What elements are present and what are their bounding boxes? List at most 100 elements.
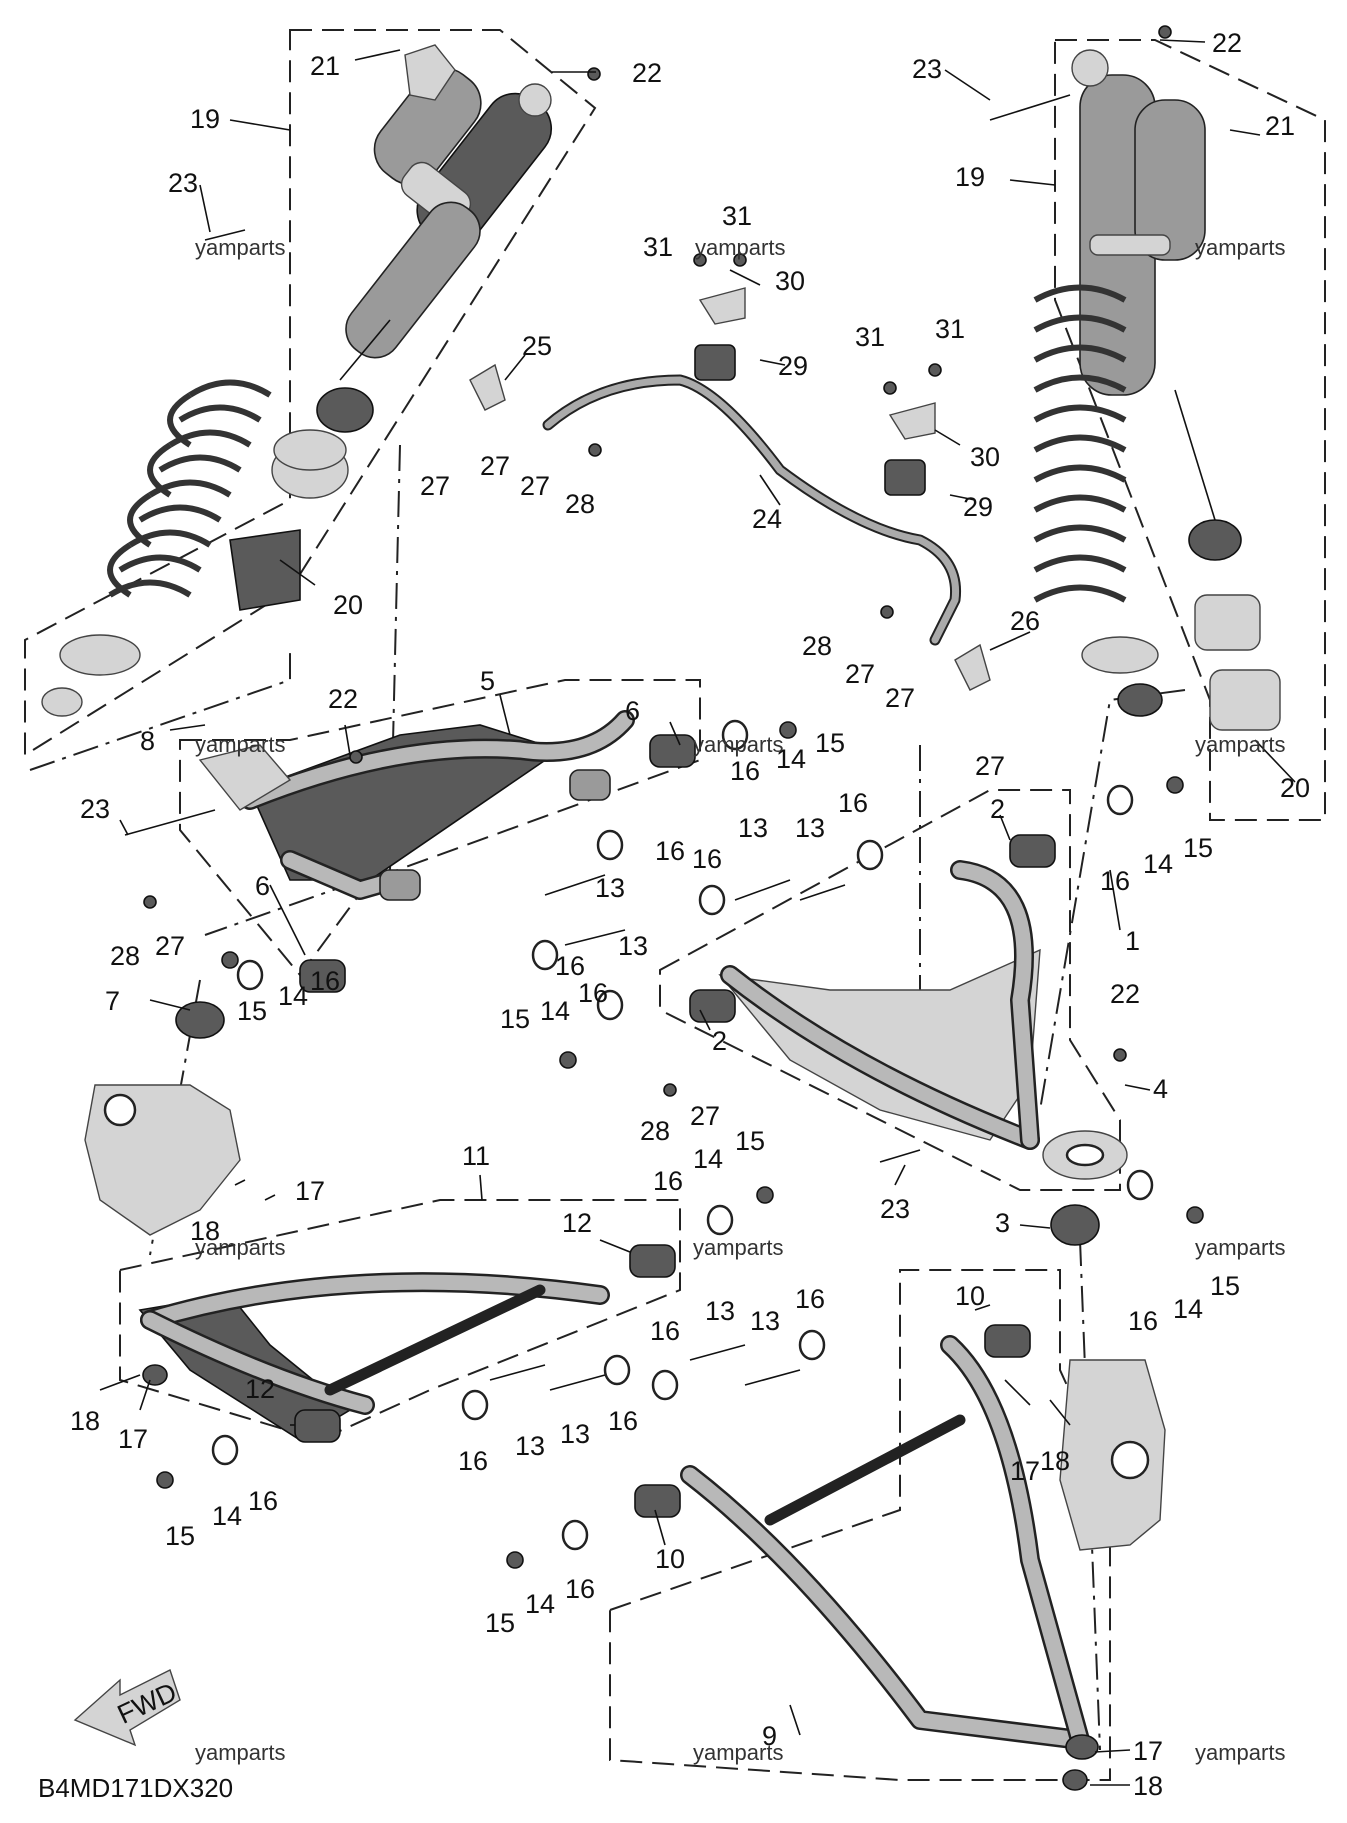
- callout-22: 22: [328, 684, 358, 714]
- callout-18: 18: [70, 1406, 100, 1436]
- watermark: yamparts: [693, 732, 783, 757]
- guide-line-left-shock: [29, 650, 291, 771]
- callout-12: 12: [562, 1208, 592, 1238]
- watermark: yamparts: [1195, 732, 1285, 757]
- callout-15: 15: [485, 1608, 515, 1638]
- callout-16: 16: [838, 788, 868, 818]
- callout-15: 15: [815, 728, 845, 758]
- watermark: yamparts: [195, 732, 285, 757]
- callout-15: 15: [165, 1521, 195, 1551]
- callout-1: 1: [1125, 926, 1140, 956]
- callout-21: 21: [310, 51, 340, 81]
- callout-17: 17: [118, 1424, 148, 1454]
- watermark: yamparts: [195, 235, 285, 260]
- callout-16: 16: [795, 1284, 825, 1314]
- callout-27: 27: [155, 931, 185, 961]
- callout-20: 20: [1280, 773, 1310, 803]
- watermark: yamparts: [1195, 235, 1285, 260]
- callout-29: 29: [778, 351, 808, 381]
- fwd-arrow: FWD: [73, 1669, 181, 1747]
- callout-25: 25: [522, 331, 552, 361]
- leader-lines: [99, 39, 1296, 1786]
- callout-16: 16: [565, 1574, 595, 1604]
- callout-22: 22: [632, 58, 662, 88]
- callout-23: 23: [912, 54, 942, 84]
- callout-9: 9: [762, 1721, 777, 1751]
- left-knuckle: [84, 1084, 241, 1236]
- callout-11: 11: [462, 1141, 490, 1171]
- callout-16: 16: [1128, 1306, 1158, 1336]
- callout-19: 19: [190, 104, 220, 134]
- hardware: [124, 25, 1204, 1569]
- callout-29: 29: [963, 492, 993, 522]
- callout-13: 13: [515, 1431, 545, 1461]
- diagram-code: B4MD171DX320: [38, 1773, 233, 1803]
- callout-16: 16: [248, 1486, 278, 1516]
- callout-14: 14: [1143, 849, 1173, 879]
- callout-19: 19: [955, 162, 985, 192]
- right-shock-absorber: [1071, 49, 1281, 731]
- right-knuckle: [1059, 1359, 1166, 1551]
- callout-23: 23: [880, 1194, 910, 1224]
- guide-line-right-lower: [1039, 689, 1186, 1111]
- callout-28: 28: [640, 1116, 670, 1146]
- callout-14: 14: [525, 1589, 555, 1619]
- callout-24: 24: [752, 504, 782, 534]
- callout-14: 14: [540, 996, 570, 1026]
- callout-16: 16: [653, 1166, 683, 1196]
- callout-28: 28: [110, 941, 140, 971]
- callout-16: 16: [555, 951, 585, 981]
- callout-6: 6: [255, 871, 270, 901]
- callout-13: 13: [595, 873, 625, 903]
- callout-14: 14: [278, 981, 308, 1011]
- callout-5: 5: [480, 666, 495, 696]
- callout-13: 13: [750, 1306, 780, 1336]
- upper-arm-left-group-outline: [179, 679, 701, 977]
- callout-27: 27: [690, 1101, 720, 1131]
- callout-21: 21: [1265, 111, 1295, 141]
- callout-16: 16: [730, 756, 760, 786]
- callout-6: 6: [625, 696, 640, 726]
- callout-15: 15: [237, 996, 267, 1026]
- callout-13: 13: [738, 813, 768, 843]
- callout-4: 4: [1153, 1074, 1168, 1104]
- callout-17: 17: [1133, 1736, 1163, 1766]
- callout-15: 15: [1210, 1271, 1240, 1301]
- callout-10: 10: [655, 1544, 685, 1574]
- stabilizer-bar: [469, 287, 991, 691]
- watermark: yamparts: [195, 1740, 285, 1765]
- watermark: yamparts: [693, 1740, 783, 1765]
- callout-27: 27: [520, 471, 550, 501]
- callout-16: 16: [310, 966, 340, 996]
- callout-30: 30: [970, 442, 1000, 472]
- lower-arm-right: [689, 834, 1128, 1246]
- callout-16: 16: [458, 1446, 488, 1476]
- callout-14: 14: [212, 1501, 242, 1531]
- callout-13: 13: [795, 813, 825, 843]
- callout-13: 13: [618, 931, 648, 961]
- callout-16: 16: [692, 844, 722, 874]
- callout-18: 18: [1040, 1446, 1070, 1476]
- watermark: yamparts: [195, 1235, 285, 1260]
- callout-31: 31: [643, 232, 673, 262]
- watermarks: yamparts yamparts yamparts yamparts yamp…: [195, 235, 1285, 1765]
- callout-18: 18: [1133, 1771, 1163, 1801]
- callout-10: 10: [955, 1281, 985, 1311]
- left-shock-parts: [41, 429, 349, 717]
- callout-2: 2: [990, 794, 1005, 824]
- callouts: 21 22 19 23 23 22 21 19 31 31 30 29 25 2…: [70, 28, 1310, 1801]
- callout-16: 16: [650, 1316, 680, 1346]
- callout-26: 26: [1010, 606, 1040, 636]
- callout-16: 16: [655, 836, 685, 866]
- lower-arm-bottom: [634, 1324, 1099, 1791]
- left-shock-spring: [107, 379, 272, 598]
- callout-31: 31: [935, 314, 965, 344]
- callout-13: 13: [560, 1419, 590, 1449]
- callout-18: 18: [190, 1216, 220, 1246]
- callout-28: 28: [565, 489, 595, 519]
- callout-30: 30: [775, 266, 805, 296]
- callout-13: 13: [705, 1296, 735, 1326]
- callout-2: 2: [712, 1026, 727, 1056]
- callout-27: 27: [420, 471, 450, 501]
